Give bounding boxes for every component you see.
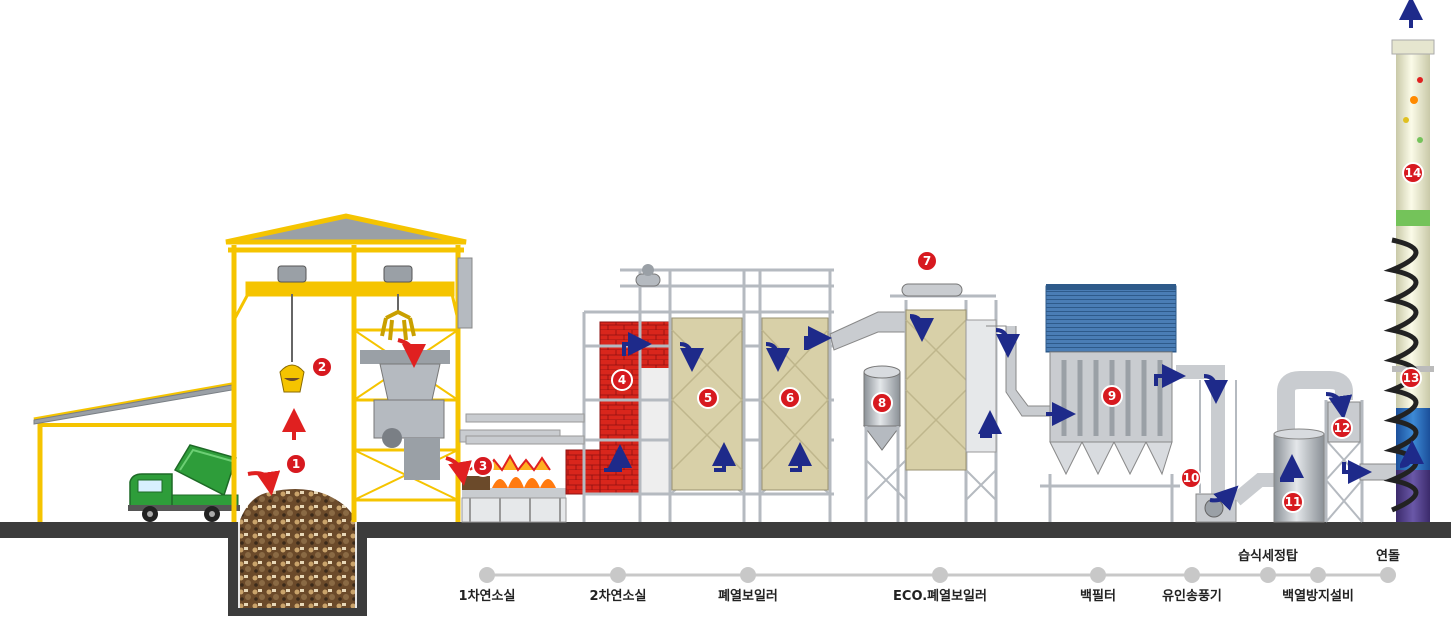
timeline-node-id-fan	[1184, 567, 1200, 583]
cyclone	[863, 365, 901, 522]
flue-duct-2	[465, 413, 585, 445]
step-badge-number: 12	[1334, 421, 1351, 435]
flue-duct-1	[829, 311, 907, 351]
label-primary-chamber: 1차연소실	[458, 589, 516, 604]
step-badge-number: 5	[704, 391, 712, 405]
step-badge-number: 11	[1285, 495, 1302, 509]
induced-draft-fan	[1176, 365, 1280, 523]
timeline-node-eco-boiler	[932, 567, 948, 583]
label-id-fan: 유인송풍기	[1162, 589, 1222, 604]
step-badge-7: 7	[916, 250, 938, 272]
label-waste-heat-boiler: 폐열보일러	[718, 589, 778, 604]
step-badge-14: 14	[1402, 162, 1424, 184]
step-badge-12: 12	[1331, 417, 1353, 439]
step-badge-number: 14	[1405, 166, 1422, 180]
waste-pit	[240, 488, 355, 608]
step-badge-10: 10	[1180, 467, 1202, 489]
timeline-node-waste-heat-boiler	[740, 567, 756, 583]
gas-flow-arrows	[604, 314, 1424, 511]
timeline-node-bag-filter	[1090, 567, 1106, 583]
step-badge-1: 1	[285, 453, 307, 475]
timeline-node-white-plume	[1310, 567, 1326, 583]
label-bag-filter: 백필터	[1080, 589, 1116, 604]
timeline-node-primary-chamber	[479, 567, 495, 583]
step-badge-5: 5	[697, 387, 719, 409]
timeline-node-wet-scrubber	[1260, 567, 1276, 583]
timeline-node-stack	[1380, 567, 1396, 583]
step-badge-number: 7	[923, 254, 931, 268]
timeline-node-secondary-chamber	[610, 567, 626, 583]
grab-bucket-empty	[380, 309, 416, 341]
step-badge-number: 10	[1183, 471, 1200, 485]
waste-flow-arrows	[247, 338, 472, 496]
step-badge-4: 4	[611, 369, 633, 391]
step-badge-6: 6	[779, 387, 801, 409]
step-badge-number: 1	[292, 457, 300, 471]
step-badge-11: 11	[1282, 491, 1304, 513]
step-badge-number: 8	[878, 396, 886, 410]
process-timeline	[479, 567, 1396, 583]
step-badge-2: 2	[311, 356, 333, 378]
label-white-plume: 백열방지설비	[1282, 589, 1354, 604]
step-badge-9: 9	[1101, 385, 1123, 407]
step-badge-3: 3	[472, 455, 494, 477]
wet-scrubber	[1273, 371, 1353, 523]
step-badge-number: 2	[318, 360, 326, 374]
step-badge-number: 9	[1108, 389, 1116, 403]
label-secondary-chamber: 2차연소실	[589, 589, 647, 604]
step-badge-number: 6	[786, 391, 794, 405]
garbage-truck	[128, 444, 240, 522]
step-badge-number: 13	[1403, 371, 1420, 385]
step-badge-number: 4	[618, 373, 626, 387]
step-badge-8: 8	[871, 392, 893, 414]
step-badge-number: 3	[479, 459, 487, 473]
stack	[1383, 0, 1435, 522]
storage-shed	[33, 382, 233, 522]
step-badge-13: 13	[1400, 367, 1422, 389]
feed-hopper	[360, 257, 473, 480]
grab-bucket-loaded	[279, 364, 305, 393]
label-stack: 연돌	[1376, 549, 1400, 564]
white-plume-prevention-unit	[1324, 400, 1399, 523]
label-wet-scrubber: 습식세정탑	[1238, 549, 1298, 564]
boiler-top-drum	[635, 264, 661, 287]
label-eco-boiler: ECO.폐열보일러	[893, 589, 987, 604]
